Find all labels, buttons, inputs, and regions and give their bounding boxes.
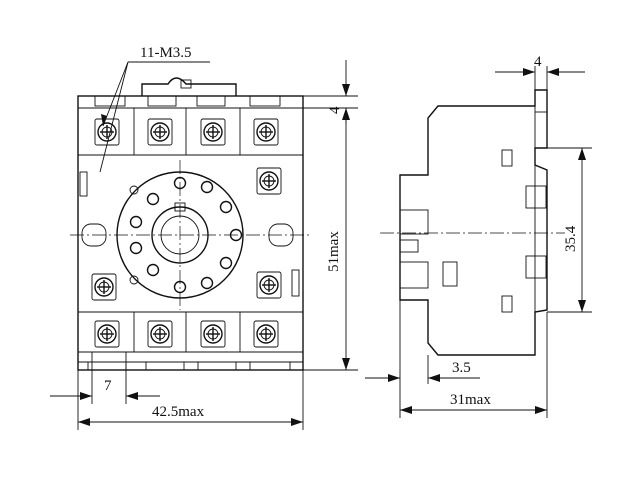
side-offset-label: 3.5	[452, 360, 471, 376]
height-label: 51max	[326, 231, 342, 272]
terminal-screw	[200, 118, 226, 146]
terminal-screw	[94, 320, 120, 348]
socket-pin	[129, 241, 143, 255]
socket-pin	[219, 200, 233, 214]
width-label: 42.5max	[152, 404, 205, 420]
terminal-screw	[256, 167, 282, 195]
terminal-screw	[147, 320, 173, 348]
depth-label: 31max	[450, 392, 491, 408]
terminal-screw	[253, 118, 279, 146]
front-outline	[77, 95, 304, 371]
pitch-label: 7	[104, 378, 112, 394]
socket-pin	[200, 180, 214, 194]
side-outline	[399, 89, 548, 356]
terminal-screw	[256, 271, 282, 299]
side-top-label: 4	[534, 54, 542, 70]
terminal-screw	[147, 118, 173, 146]
terminal-spec-label: 11-M3.5	[140, 45, 192, 61]
side-view	[380, 89, 565, 356]
socket-pin	[129, 215, 143, 229]
socket-pin	[146, 263, 160, 277]
front-dimensions: 11-M3.5 4 51max 7 42.5max	[50, 45, 358, 430]
top-offset-label: 4	[327, 106, 343, 114]
socket-pin	[200, 276, 214, 290]
terminal-screw	[94, 118, 120, 146]
terminal-screw	[91, 273, 117, 301]
terminal-screw	[253, 320, 279, 348]
side-dimensions: 4 35.4 3.5 31max	[365, 54, 592, 418]
terminal-screw	[200, 320, 226, 348]
front-view	[70, 77, 312, 371]
socket-pin	[219, 256, 233, 270]
socket-pin	[146, 192, 160, 206]
side-spacing-label: 35.4	[563, 225, 579, 252]
